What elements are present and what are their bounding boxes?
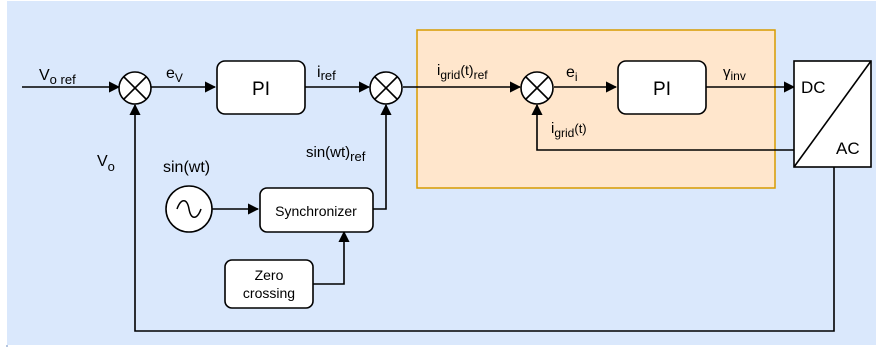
dc-label: DC <box>801 78 826 97</box>
synchronizer-block <box>259 187 374 233</box>
gamma-inv-label: γinv <box>723 64 746 83</box>
dc-ac-diagonal <box>793 60 872 168</box>
sinwt-label: sin(wt) <box>163 159 210 176</box>
igrid-feedback-label: igrid(t) <box>551 120 587 140</box>
iref-label: iref <box>317 64 336 83</box>
pi-inner-label: PI <box>653 79 671 100</box>
sine-wave-icon <box>176 200 202 218</box>
signal-wires <box>22 81 835 332</box>
zero-crossing-label-line1: Zero <box>255 267 284 283</box>
ac-label: AC <box>836 139 860 158</box>
synchronizer-label: Synchronizer <box>275 203 357 219</box>
ev-label: eV <box>166 65 183 85</box>
vo-feedback-label: Vo <box>97 153 115 174</box>
pi-outer-label: PI <box>252 79 270 100</box>
sum-junction-2 <box>369 71 403 105</box>
zero-to-sync-arrow <box>313 230 350 285</box>
zero-crossing-block <box>224 259 314 309</box>
dc-ac-converter <box>793 60 872 168</box>
current-loop-highlight <box>416 29 776 189</box>
zero-crossing-label-line2: crossing <box>243 285 295 301</box>
sinwt-ref-arrow <box>373 103 392 210</box>
sum-junction-1 <box>118 71 152 105</box>
igrid-feedback-arrow <box>531 103 794 151</box>
vo-ref-label: Vo ref <box>39 67 76 87</box>
igrid-ref-label: igrid(t)ref <box>437 62 488 82</box>
pi-outer-block <box>216 60 306 115</box>
sine-source <box>165 185 213 233</box>
ei-label: ei <box>566 64 578 84</box>
vo-feedback-arrow <box>129 103 835 332</box>
sum-junction-3 <box>520 71 554 105</box>
sinwt-ref-label: sin(wt)ref <box>306 144 366 164</box>
pi-inner-block <box>617 60 707 115</box>
